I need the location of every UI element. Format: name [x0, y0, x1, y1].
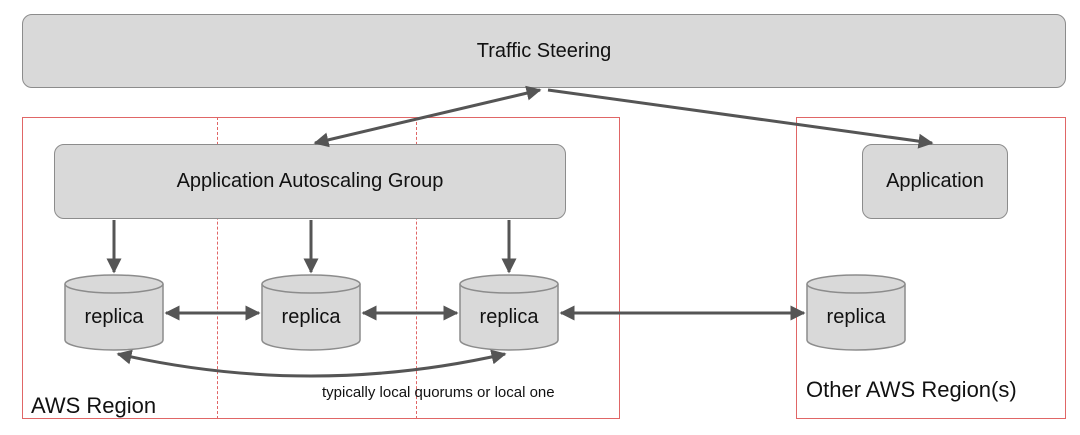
- application-node: Application: [862, 144, 1008, 219]
- replica-label: replica: [84, 306, 144, 328]
- quorum-note: typically local quorums or local one: [322, 384, 555, 401]
- database-cylinder-icon: [459, 274, 559, 351]
- asg-label: Application Autoscaling Group: [176, 170, 444, 192]
- replica-label: replica: [479, 306, 539, 328]
- replica-node-4: replica: [806, 274, 906, 352]
- arrow-steering-asg: [313, 85, 542, 148]
- replica-label: replica: [281, 306, 341, 328]
- database-cylinder-icon: [261, 274, 361, 351]
- other-aws-region: [796, 117, 1066, 419]
- replica-node-2: replica: [261, 274, 361, 352]
- other-aws-region-label: Other AWS Region(s): [806, 377, 1017, 402]
- database-cylinder-icon: [806, 274, 906, 351]
- zone-divider-1: [217, 117, 218, 419]
- database-cylinder-icon: [64, 274, 164, 351]
- arrow-steering-application: [547, 88, 934, 149]
- replica-label: replica: [826, 306, 886, 328]
- traffic-steering-node: Traffic Steering: [22, 14, 1066, 88]
- replica-node-3: replica: [459, 274, 559, 352]
- application-autoscaling-group-node: Application Autoscaling Group: [54, 144, 566, 219]
- application-label: Application: [886, 170, 984, 192]
- arrow-replica-1-3-curve: [116, 349, 507, 378]
- traffic-steering-label: Traffic Steering: [476, 39, 612, 62]
- aws-region-label: AWS Region: [31, 393, 157, 418]
- replica-node-1: replica: [64, 274, 164, 352]
- zone-divider-2: [416, 117, 417, 419]
